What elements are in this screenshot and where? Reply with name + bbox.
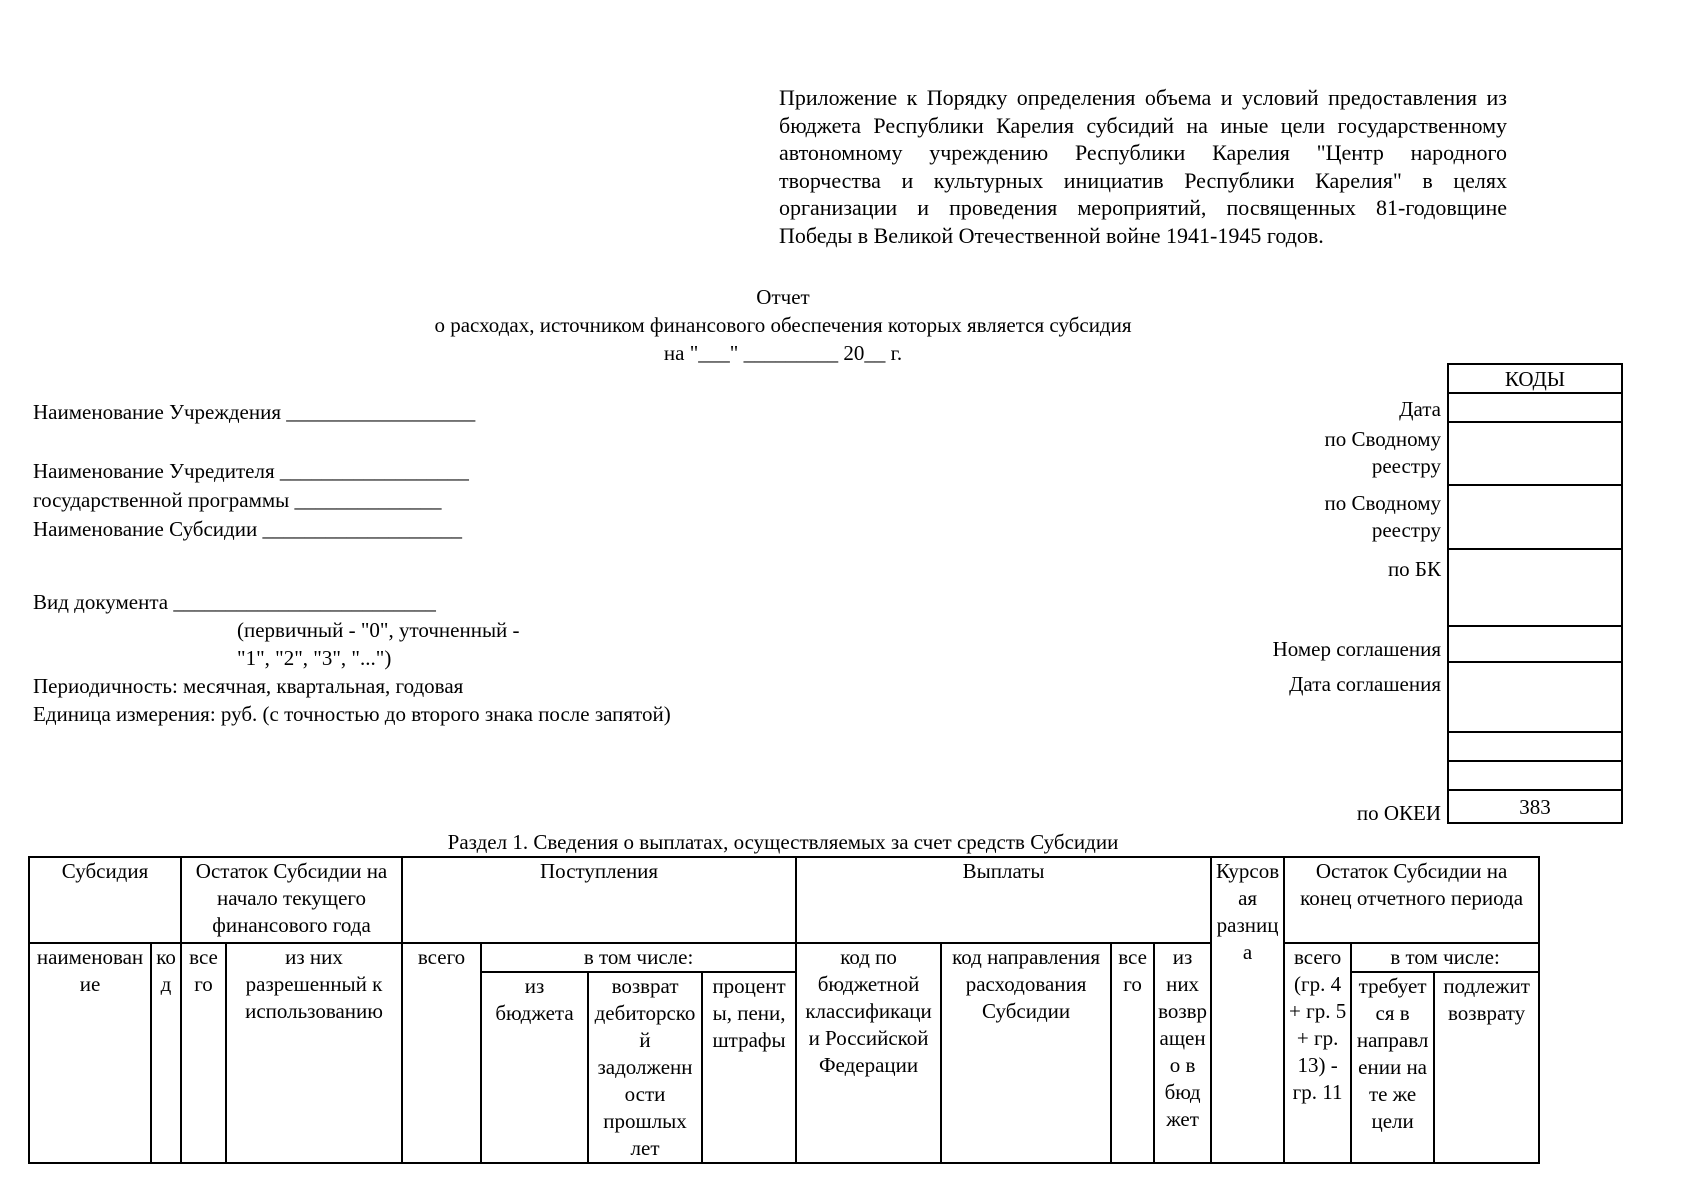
codes-cell-date	[1447, 392, 1623, 423]
col-header-name: наименование	[28, 942, 152, 1164]
document-title: Отчет о расходах, источником финансового…	[28, 283, 1538, 367]
field-state-program: государственной программы ______________	[33, 487, 442, 514]
field-founder: Наименование Учредителя ________________…	[33, 458, 469, 485]
field-document-type-label: Вид документа	[33, 590, 169, 614]
field-founder-blank: __________________	[279, 459, 469, 483]
col-header-payments-total: всего	[1110, 942, 1156, 1164]
codes-cell-okei: 383	[1447, 789, 1623, 824]
col-header-payments-returned: из них возвращено в бюджет	[1153, 942, 1213, 1164]
document-type-note-line-2: "1", "2", "3", "...")	[237, 646, 392, 670]
codes-label-registry-1: по Сводному реестру	[1324, 427, 1441, 478]
codes-label-agreement-date: Дата соглашения	[1289, 672, 1441, 696]
codes-cell-bk	[1447, 548, 1623, 627]
col-header-receipts-penalties: проценты, пени, штрафы	[701, 971, 798, 1164]
col-header-subsidy: Субсидия	[27, 856, 183, 944]
field-document-type: Вид документа _________________________	[33, 589, 436, 616]
col-header-receipts-receivables: возврат дебиторской задолженности прошлы…	[587, 971, 704, 1164]
field-subsidy-name-label: Наименование Субсидии	[33, 517, 258, 541]
document-type-note-line-1: (первичный - "0", уточненный -	[237, 618, 520, 642]
field-institution: Наименование Учреждения ________________…	[33, 399, 475, 426]
field-subsidy-name: Наименование Субсидии __________________…	[33, 516, 462, 543]
field-state-program-label: государственной программы	[33, 488, 290, 512]
codes-cell-empty-1	[1447, 731, 1623, 762]
codes-cell-registry-2	[1447, 484, 1623, 550]
col-header-balance-end-including: в том числе:	[1350, 942, 1541, 973]
codes-box: КОДЫ 383	[1447, 363, 1623, 824]
col-header-receipts-total: всего	[401, 942, 483, 1164]
col-header-payments: Выплаты	[795, 856, 1213, 944]
codes-cell-registry-1	[1447, 421, 1623, 486]
col-header-balance-end-total: всего (гр. 4 + гр. 5 + гр. 13) - гр. 11	[1283, 942, 1353, 1164]
col-header-balance-start-total: всего	[180, 942, 228, 1164]
col-header-receipts: Поступления	[401, 856, 798, 944]
section1-title: Раздел 1. Сведения о выплатах, осуществл…	[447, 830, 1119, 854]
codes-label-registry-2: по Сводному реестру	[1324, 491, 1441, 542]
col-header-payments-direction-code: код направления расходования Субсидии	[940, 942, 1113, 1164]
field-state-program-blank: ______________	[294, 488, 442, 512]
title-date-line: на "___" _________ 20__ г.	[663, 341, 903, 365]
col-header-receipts-including: в том числе:	[480, 942, 798, 973]
col-header-exchange-difference: Курсовая разница	[1210, 856, 1286, 1164]
unit-line: Единица измерения: руб. (с точностью до …	[33, 702, 671, 726]
field-subsidy-name-blank: ___________________	[262, 517, 462, 541]
title-line-2: о расходах, источником финансового обесп…	[434, 313, 1132, 337]
codes-label-date: Дата	[1399, 397, 1441, 421]
title-line-1: Отчет	[756, 285, 810, 309]
col-header-balance-end-required: требуется в направлении на те же цели	[1350, 971, 1436, 1164]
codes-cell-agreement-date	[1447, 661, 1623, 733]
col-header-balance-end-refundable: подлежит возврату	[1433, 971, 1541, 1164]
col-header-receipts-from-budget: из бюджета	[480, 971, 590, 1164]
col-header-code: код	[149, 942, 183, 1164]
periodicity-line: Периодичность: месячная, квартальная, го…	[33, 674, 464, 698]
annex-note: Приложение к Порядку определения объема …	[779, 85, 1507, 248]
col-header-balance-start: Остаток Субсидии на начало текущего фина…	[180, 856, 404, 944]
field-institution-blank: __________________	[286, 400, 476, 424]
codes-label-bk: по БК	[1387, 557, 1441, 581]
codes-cell-agreement-number	[1447, 625, 1623, 663]
codes-cell-empty-2	[1447, 760, 1623, 791]
col-header-payments-budget-code: код по бюджетной классификации Российско…	[795, 942, 943, 1164]
codes-label-agreement-number: Номер соглашения	[1272, 637, 1441, 661]
field-institution-label: Наименование Учреждения	[33, 400, 281, 424]
section1-table: Субсидия Остаток Субсидии на начало теку…	[27, 856, 1541, 1164]
field-document-type-blank: _________________________	[173, 590, 436, 614]
codes-label-okei: по ОКЕИ	[1356, 801, 1441, 825]
col-header-balance-start-allowed: из них разрешенный к использованию	[225, 942, 404, 1164]
codes-header-cell: КОДЫ	[1447, 363, 1623, 394]
col-header-balance-end: Остаток Субсидии на конец отчетного пери…	[1283, 856, 1541, 944]
field-founder-label: Наименование Учредителя	[33, 459, 275, 483]
